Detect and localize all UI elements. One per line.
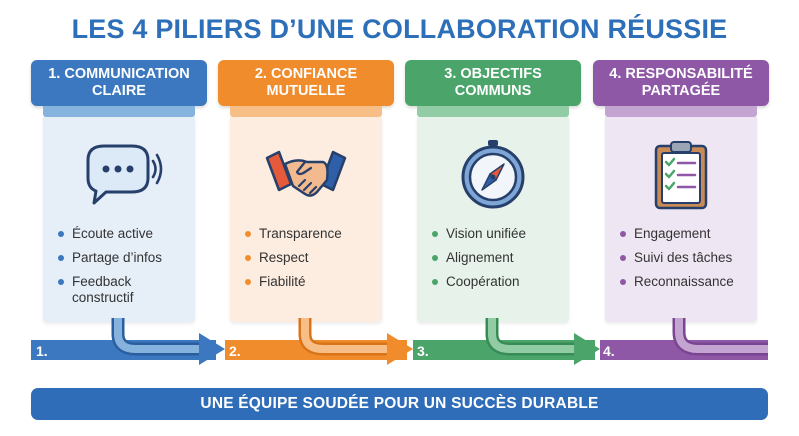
flow-curve-arrow-3 — [485, 318, 575, 356]
list-item: Fiabilité — [244, 274, 392, 290]
list-item: Coopération — [431, 274, 579, 290]
flow-arrowhead-3 — [574, 333, 600, 365]
list-item-text: Vision unifiée — [446, 226, 527, 241]
pillar-heading-line2: CLAIRE — [92, 83, 146, 99]
pillar-capital — [43, 106, 195, 117]
speech-bubble-icon — [86, 144, 163, 205]
page-title: LES 4 PILIERS D’UNE COLLABORATION RÉUSSI… — [71, 14, 728, 44]
pillar-heading: 2. CONFIANCE MUTUELLE — [218, 60, 394, 106]
bullet-dot — [58, 231, 64, 237]
compass-icon — [461, 140, 525, 209]
pillar-heading-line2: MUTUELLE — [266, 83, 346, 99]
conclusion-banner: UNE ÉQUIPE SOUDÉE POUR UN SUCCÈS DURABLE — [31, 388, 768, 420]
pillar-item-list: Transparence Respect Fiabilité — [244, 226, 392, 298]
bullet-dot — [620, 231, 626, 237]
pillar-heading: 4. RESPONSABILITÉ PARTAGÉE — [593, 60, 769, 106]
pillar-capital — [417, 106, 569, 117]
flow-curve-arrow-4 — [672, 318, 768, 356]
list-item-text: Reconnaissance — [634, 274, 734, 289]
list-item-text: Fiabilité — [259, 274, 306, 289]
pillar-capital — [230, 106, 382, 117]
list-item-text: Alignement — [446, 250, 514, 265]
flow-curve-arrow-3-inner — [488, 318, 575, 353]
list-item: Respect — [244, 250, 392, 266]
flow-curve-arrow-1 — [111, 318, 200, 356]
list-item-text: Coopération — [446, 274, 520, 289]
pillar-item-list: Engagement Suivi des tâches Reconnaissan… — [619, 226, 767, 298]
list-item-text: Transparence — [259, 226, 342, 241]
list-item: Alignement — [431, 250, 579, 266]
pillar-heading-line1: 3. OBJECTIFS — [444, 66, 542, 82]
flow-arrowhead-1 — [199, 333, 225, 365]
flow-curve-arrow-2-inner — [301, 318, 388, 353]
bullet-dot — [620, 279, 626, 285]
list-item: Reconnaissance — [619, 274, 767, 290]
list-item-text: Partage d’infos — [72, 250, 163, 265]
pillar-responsabilite: 4. RESPONSABILITÉ PARTAGÉE Engagement Su… — [593, 60, 769, 330]
list-item: Écoute active — [57, 226, 205, 242]
pillar-column — [230, 117, 382, 322]
list-item: Suivi des tâches — [619, 250, 767, 266]
list-item: Feedback constructif — [57, 274, 157, 306]
pillar-heading: 1. COMMUNICATION CLAIRE — [31, 60, 207, 106]
pillar-heading-line2: COMMUNS — [454, 83, 532, 99]
flow-step-label: 1. — [36, 343, 48, 359]
pillar-heading-line1: 4. RESPONSABILITÉ — [609, 66, 753, 82]
process-flow — [31, 318, 768, 365]
flow-curve-arrow-1-inner — [114, 318, 200, 353]
list-item: Partage d’infos — [57, 250, 205, 266]
pillar-item-list: Écoute active Partage d’infos Feedback c… — [57, 226, 205, 314]
flow-arrowhead-2 — [387, 333, 413, 365]
bullet-dot — [432, 279, 438, 285]
list-item: Engagement — [619, 226, 767, 242]
pillar-objectifs: 3. OBJECTIFS COMMUNS Vision unifiée Alig… — [405, 60, 581, 330]
flow-curve-arrow-2 — [298, 318, 388, 356]
bullet-dot — [58, 279, 64, 285]
pillar-communication: 1. COMMUNICATION CLAIRE Écoute active Pa… — [31, 60, 207, 330]
pillar-heading: 3. OBJECTIFS COMMUNS — [405, 60, 581, 106]
bullet-dot — [245, 279, 251, 285]
flow-step-label: 2. — [229, 343, 241, 359]
bullet-dot — [245, 255, 251, 261]
list-item: Transparence — [244, 226, 392, 242]
list-item-text: Respect — [259, 250, 309, 265]
bullet-dot — [58, 255, 64, 261]
pillar-heading-line1: 2. CONFIANCE — [254, 66, 358, 82]
flow-curve-arrow-4-inner — [675, 318, 768, 353]
list-item-text: Feedback constructif — [72, 274, 134, 305]
bullet-dot — [432, 231, 438, 237]
list-item: Vision unifiée — [431, 226, 579, 242]
list-item-text: Écoute active — [72, 226, 154, 241]
list-item-text: Suivi des tâches — [634, 250, 733, 265]
flow-step-label: 3. — [417, 343, 429, 359]
flow-step-label: 4. — [603, 343, 615, 359]
pillar-confiance: 2. CONFIANCE MUTUELLE Transparence Respe… — [218, 60, 394, 330]
clipboard-checklist-icon — [654, 141, 708, 210]
bullet-dot — [245, 231, 251, 237]
pillar-item-list: Vision unifiée Alignement Coopération — [431, 226, 579, 298]
handshake-icon — [265, 150, 347, 197]
bullet-dot — [620, 255, 626, 261]
list-item-text: Engagement — [634, 226, 711, 241]
pillar-heading-line1: 1. COMMUNICATION — [48, 66, 190, 82]
pillar-capital — [605, 106, 757, 117]
bullet-dot — [432, 255, 438, 261]
pillar-heading-line2: PARTAGÉE — [641, 83, 721, 99]
